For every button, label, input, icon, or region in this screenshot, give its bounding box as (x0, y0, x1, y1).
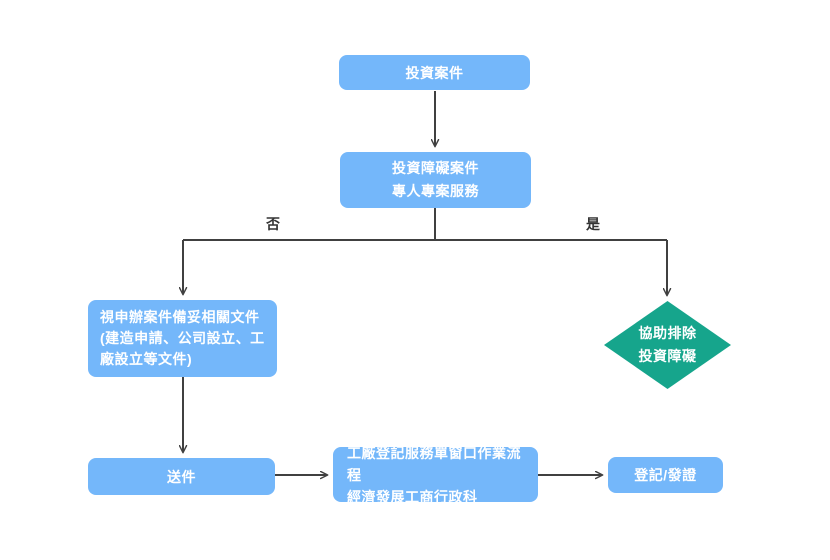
node-register-issue-cert: 登記/發證 (608, 457, 723, 493)
node-obstacle-service: 投資障礙案件 專人專案服務 (340, 152, 531, 208)
node-prepare-documents-line3: 廠設立等文件) (100, 351, 193, 367)
edge-label-no: 否 (266, 216, 280, 232)
node-factory-registration-line2: 經濟發展工商行政科 (347, 488, 478, 505)
node-submit: 送件 (88, 458, 275, 495)
node-factory-registration-line1: 工廠登記服務單窗口作業流程 (347, 444, 521, 483)
node-submit-label: 送件 (167, 468, 196, 485)
node-investment-case-label: 投資案件 (405, 64, 464, 81)
decision-assist-line2: 投資障礙 (638, 348, 697, 364)
node-obstacle-service-line1: 投資障礙案件 (392, 160, 479, 176)
node-register-issue-label: 登記/發證 (634, 467, 697, 483)
node-obstacle-service-line2: 專人專案服務 (392, 183, 479, 199)
node-factory-registration-process: 工廠登記服務單窗口作業流程 經濟發展工商行政科 (333, 445, 538, 505)
edge-label-yes: 是 (586, 216, 600, 232)
node-prepare-documents-line1: 視申辦案件備妥相關文件 (100, 309, 260, 325)
node-prepare-documents-line2: (建造申請、公司設立、工 (100, 330, 265, 346)
node-prepare-documents: 視申辦案件備妥相關文件 (建造申請、公司設立、工 廠設立等文件) (88, 300, 277, 377)
node-investment-case: 投資案件 (339, 55, 530, 90)
decision-assist-line1: 協助排除 (638, 325, 697, 341)
